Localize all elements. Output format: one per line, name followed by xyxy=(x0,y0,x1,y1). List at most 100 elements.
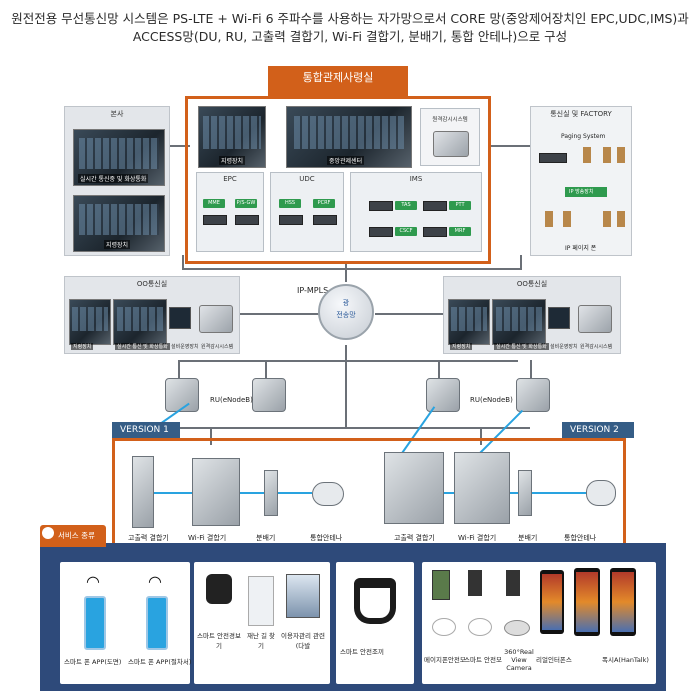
ip-phone-label: IP 페이지 폰 xyxy=(565,245,597,252)
device-link xyxy=(240,492,264,494)
ru-right-label: RU(eNodeB) xyxy=(470,396,513,404)
link-line xyxy=(530,360,532,380)
v2-label-splitter: 분배기 xyxy=(518,534,538,542)
paging-server xyxy=(539,153,567,163)
wifi-icon: ◠ xyxy=(148,572,162,591)
splitter xyxy=(264,470,278,516)
integrated-antenna xyxy=(586,480,616,506)
right-comm-img-2 xyxy=(492,299,546,345)
server-unit xyxy=(235,215,259,225)
v1-label-splitter: 분배기 xyxy=(256,534,276,542)
alarm-device xyxy=(206,574,232,604)
intercom-helmet-icon xyxy=(432,570,450,600)
scene-1-caption: 지령장치 xyxy=(219,156,246,165)
header-title: 원전전용 무선통신망 시스템은 PS-LTE + Wi-Fi 6 주파수를 사용… xyxy=(0,10,700,46)
left-comm-room: OO통신실 지령장치 실시간 통신 및 화상통화 설비운영장치 원격감시시스템 xyxy=(64,276,240,354)
ip-phone-icon xyxy=(603,211,611,227)
right-comm-cap-4: 원격감시시스템 xyxy=(580,344,613,350)
left-comm-cap-2: 실시간 통신 및 화상통화 xyxy=(115,343,170,350)
user-mgmt-label: 이용자관리 관련(다발 xyxy=(281,632,325,650)
control-room-frame xyxy=(185,96,491,264)
server-unit xyxy=(369,227,393,237)
left-comm-img-2 xyxy=(113,299,167,345)
monitor-server-label: 원격감시시스템 xyxy=(432,117,468,123)
left-comm-cap-1: 지령장치 xyxy=(71,343,94,350)
device-link xyxy=(278,492,312,494)
link-line xyxy=(178,360,518,362)
vest-label: 스마트 안전조끼 xyxy=(340,648,384,656)
udc-label: UDC xyxy=(299,175,315,183)
wifi-combiner xyxy=(192,458,240,526)
control-room-scene-2: 중앙관제센터 xyxy=(286,106,412,168)
link-line xyxy=(490,145,530,147)
ru-left-label: RU(eNodeB) xyxy=(210,396,253,404)
link-line xyxy=(520,255,522,270)
server-unit xyxy=(423,201,447,211)
v1-label-antenna: 통합안테나 xyxy=(310,534,343,542)
ip-phone-icon xyxy=(583,147,591,163)
device-label-5: 폭시A(HanTalk) xyxy=(602,656,649,664)
server-unit xyxy=(369,201,393,211)
right-comm-cap-2: 실시간 통신 및 화상통화 xyxy=(494,343,549,350)
server-unit xyxy=(203,215,227,225)
service-card-safety: 스마트 안전경보기 재난 길 찾기 이용자관리 관련(다발 xyxy=(194,562,330,684)
v1-label-wifi: Wi-Fi 결합기 xyxy=(188,534,227,542)
factory-title: 통신실 및 FACTORY xyxy=(550,110,612,118)
link-line xyxy=(170,145,190,147)
helmet-icon xyxy=(468,618,492,636)
right-comm-room: OO통신실 지령장치 실시간 통신 및 화상통화 설비운영장치 원격감시시스템 xyxy=(443,276,621,354)
link-line xyxy=(160,427,530,429)
services-tab-label: 서비스 종류 xyxy=(58,531,95,540)
link-line xyxy=(182,268,522,270)
device-label-2: 스마트 안전모 xyxy=(464,656,502,664)
chip-mrf: MRF xyxy=(449,227,471,236)
optical-network-hub: 광 전송망 xyxy=(318,284,374,340)
vr-camera-icon xyxy=(504,620,530,636)
hq-title: 본사 xyxy=(110,110,124,118)
server-unit xyxy=(279,215,303,225)
left-comm-title: OO통신실 xyxy=(136,280,168,288)
device-label-3: 360°Real View Camera xyxy=(504,648,534,672)
link-line xyxy=(480,427,482,445)
chip-ptt: PTT xyxy=(449,201,471,210)
link-line xyxy=(438,360,440,380)
epc-box: EPC MME P/S-GW xyxy=(196,172,264,252)
link-line xyxy=(265,360,267,380)
left-comm-cap-4: 원격감시시스템 xyxy=(201,344,234,350)
ru-unit xyxy=(426,378,460,412)
hantalk-phone xyxy=(574,568,600,636)
ims-label: IMS xyxy=(409,175,423,183)
ip-switch: IP 방송장치 xyxy=(565,187,607,197)
server-icon xyxy=(578,305,612,333)
epc-label: EPC xyxy=(223,175,237,183)
header-line-2: ACCESS망(DU, RU, 고출력 결합기, Wi-Fi 결합기, 분배기,… xyxy=(132,29,568,44)
header-line-1: 원전전용 무선통신망 시스템은 PS-LTE + Wi-Fi 6 주파수를 사용… xyxy=(11,11,689,26)
smart-helmet-icon xyxy=(468,570,482,596)
link-line xyxy=(345,262,347,282)
ipmpls-label: IP-MPLS xyxy=(297,286,329,295)
link-line xyxy=(345,345,347,427)
v2-label-antenna: 통합안테나 xyxy=(564,534,597,542)
service-card-devices: 메이지폰안전모 스마트 안전모 360°Real View Camera 리얼인… xyxy=(422,562,656,684)
server-unit xyxy=(313,215,337,225)
right-comm-img-1 xyxy=(448,299,490,345)
camera-device-icon xyxy=(506,570,520,596)
safety-alarm-label: 스마트 안전경보기 xyxy=(197,632,241,650)
ip-switch-label: IP 방송장치 xyxy=(569,189,594,195)
helmet-icon xyxy=(432,618,456,636)
splitter xyxy=(518,470,532,516)
phone-app-procedure xyxy=(146,596,168,650)
integrated-antenna xyxy=(312,482,344,506)
high-power-combiner xyxy=(132,456,154,528)
device-link xyxy=(444,492,454,494)
left-comm-cap-3: 설비운영장치 xyxy=(171,344,199,350)
hantalk-phone xyxy=(610,568,636,636)
hq-screen-1: 실시간 통신중 및 화상통화 xyxy=(73,129,165,186)
ip-phone-icon xyxy=(603,147,611,163)
version-1-tab: VERSION 1 xyxy=(112,422,180,438)
chip-psgw: P/S-GW xyxy=(235,199,257,208)
chip-pcrf: PCRF xyxy=(313,199,335,208)
link-line xyxy=(182,255,184,270)
hq-panel: 본사 실시간 통신중 및 화상통화 지령장치 xyxy=(64,106,170,256)
service-card-vest: 스마트 안전조끼 xyxy=(336,562,414,684)
